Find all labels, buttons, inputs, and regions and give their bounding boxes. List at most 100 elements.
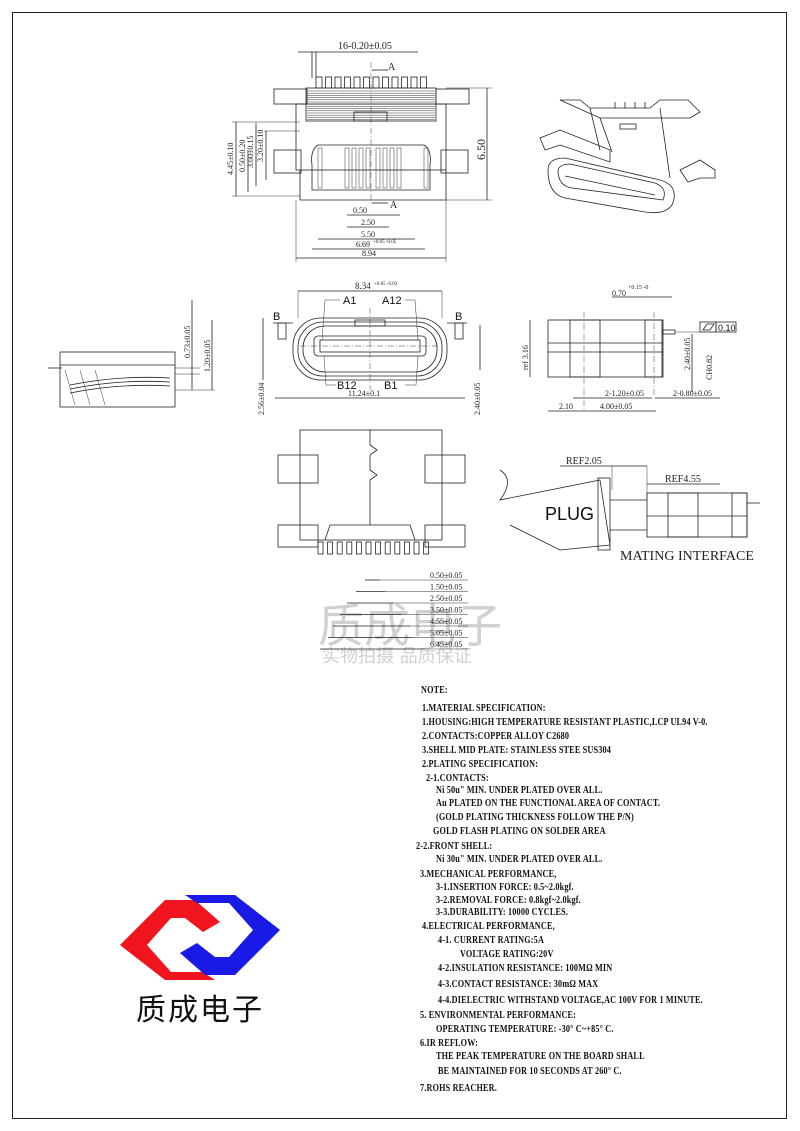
flatness-symbol-box: [699, 321, 717, 333]
contact: [358, 147, 364, 189]
pin: [325, 76, 332, 89]
note-line: 3-2.REMOVAL FORCE: 0.8kgf~2.0kgf.: [436, 895, 581, 906]
dim-1-20: 1.20±0.05: [203, 340, 212, 372]
section-a-top: A: [388, 62, 396, 73]
dim-5-50: 5.50: [361, 230, 375, 239]
pitch-dim: 5.05±0.05: [430, 629, 462, 638]
pin: [391, 76, 399, 89]
left-side-view: 0.73±0.05 1.20±0.05: [48, 300, 215, 408]
dim-8-94: 8.94: [362, 249, 376, 258]
mating-interface-caption: MATING INTERFACE: [620, 549, 754, 564]
dim-4-45: 4.45±0.10: [226, 143, 235, 175]
note-line: Au PLATED ON THE FUNCTIONAL AREA OF CONT…: [436, 798, 661, 809]
dim-8-34: 8.34: [355, 281, 371, 291]
dim-2-40-front: 2.40±0.05: [473, 383, 482, 415]
note-line: 2.PLATING SPECIFICATION:: [422, 759, 539, 770]
dim-0-70-tol: +0.15 -0: [628, 285, 648, 291]
note-line: 2-2.FRONT SHELL:: [416, 841, 493, 852]
dim-ch0-82: CH0.82: [705, 355, 714, 380]
pin: [344, 76, 351, 89]
plug-label: PLUG: [545, 504, 594, 524]
dim-2-40-side: 2.40±0.05: [683, 338, 692, 370]
isometric-view: [539, 99, 716, 214]
dim-2-10: 2.10: [559, 402, 573, 411]
dim-2-1-20: 2-1.20±0.05: [605, 389, 644, 398]
mating-view: PLUG REF2.05 REF4.55 MATING INTERFACE: [499, 456, 760, 564]
logo-mark-icon: [120, 895, 280, 980]
right-side-view: 0.70 +0.15 -0 ref 3.16 0.10 2.40±0.05 CH…: [521, 285, 737, 412]
ref-4-55: REF4.55: [665, 474, 701, 485]
top-view: 16-0.20±0.05 A A 4.45±0.10 0.50±0.20: [226, 41, 492, 262]
pitch-dim: 3.50±0.05: [430, 606, 462, 615]
note-line: Ni 50u" MIN. UNDER PLATED OVER ALL.: [436, 785, 603, 796]
pitch-dim: 2.50±0.05: [430, 594, 462, 603]
note-line: GOLD FLASH PLATING ON SOLDER AREA: [433, 826, 606, 837]
solder-pad: [423, 541, 430, 555]
dim-ref-3-16: ref 3.16: [521, 345, 530, 370]
pin: [353, 76, 361, 89]
note-line: VOLTAGE RATING:20V: [460, 949, 554, 960]
dim-6-69-tol: +0.05 -0.05: [373, 240, 397, 245]
solder-pad: [403, 541, 410, 555]
dim-0-70: 0.70: [612, 289, 626, 298]
pin: [382, 76, 389, 89]
solder-pad: [394, 541, 401, 555]
note-line: 2-1.CONTACTS:: [426, 773, 489, 784]
note-line: 3-3.DURABILITY: 10000 CYCLES.: [436, 907, 569, 918]
dim-8-34-tol: +0.05 -0.02: [374, 282, 398, 287]
dim-2-50: 2.50: [361, 218, 375, 227]
solder-pad: [355, 541, 362, 555]
pin-label-a1: A1: [343, 295, 356, 307]
flatness-value: 0.10: [718, 323, 736, 333]
contact: [382, 147, 388, 189]
contact: [317, 147, 323, 189]
pitch-dim: 4.55±0.05: [430, 617, 462, 626]
solder-pad: [346, 541, 353, 555]
note-line: 2.CONTACTS:COPPER ALLOY C2680: [422, 731, 570, 742]
contact: [351, 147, 357, 189]
solder-pad: [317, 541, 324, 555]
dim-4-00: 4.00±0.05: [600, 402, 632, 411]
company-logo: 质成电子: [115, 890, 285, 1028]
note-line: OPERATING TEMPERATURE: -30° C~+85° C.: [436, 1024, 614, 1035]
contact: [375, 147, 381, 189]
pitch-dim: 1.50±0.05: [430, 583, 462, 592]
note-line: NOTE:: [421, 685, 448, 696]
contact: [365, 147, 371, 189]
note-line: 1.HOUSING:HIGH TEMPERATURE RESISTANT PLA…: [422, 717, 708, 728]
note-line: (GOLD PLATING THICKNESS FOLLOW THE P/N): [436, 812, 634, 823]
note-line: 5. ENVIRONMENTAL PERFORMANCE:: [420, 1010, 577, 1021]
pin-label-b12: B12: [337, 380, 357, 392]
section-a-bottom: A: [390, 200, 398, 211]
pin: [420, 76, 427, 89]
sheet-border: [12, 12, 787, 1119]
pin-label-a12: A12: [382, 295, 402, 307]
contact: [389, 147, 395, 189]
watermark-sub: 实物拍摄 品质保证: [322, 646, 472, 667]
solder-pad: [384, 541, 391, 555]
note-line: THE PEAK TEMPERATURE ON THE BOARD SHALL: [436, 1051, 645, 1062]
pin: [315, 76, 323, 89]
note-line: 4-2.INSULATION RESISTANCE: 100MΩ MIN: [438, 963, 613, 974]
solder-pad: [413, 541, 420, 555]
dim-0-50-pitch: 0.50: [353, 206, 367, 215]
pitch-dim: 0.50±0.05: [430, 571, 462, 580]
note-line: 7.ROHS REACHER.: [420, 1083, 497, 1094]
section-b-left: B: [273, 311, 280, 323]
solder-pad: [336, 541, 343, 555]
pin: [363, 76, 370, 89]
logo-text: 质成电子: [136, 993, 264, 1028]
note-line: 4-3.CONTACT RESISTANCE: 30mΩ MAX: [438, 979, 599, 990]
note-line: 3.SHELL MID PLATE: STAINLESS STEE SUS304: [422, 745, 611, 756]
solder-pad: [327, 541, 334, 555]
dim-2-56: 2.56±0.04: [257, 383, 266, 415]
dim-2-0-80: 2-0.80±0.05: [673, 389, 712, 398]
solder-pad: [365, 541, 372, 555]
contact: [396, 147, 402, 189]
dim-6-50: 6.50: [474, 139, 488, 160]
note-line: 4-4.DIELECTRIC WITHSTAND VOLTAGE,AC 100V…: [438, 995, 703, 1006]
solder-pad: [375, 541, 382, 555]
contact: [344, 147, 350, 189]
bottom-view: 0.50±0.05 1.50±0.05 2.50±0.05 3.50±0.05 4.55…: [277, 429, 468, 650]
